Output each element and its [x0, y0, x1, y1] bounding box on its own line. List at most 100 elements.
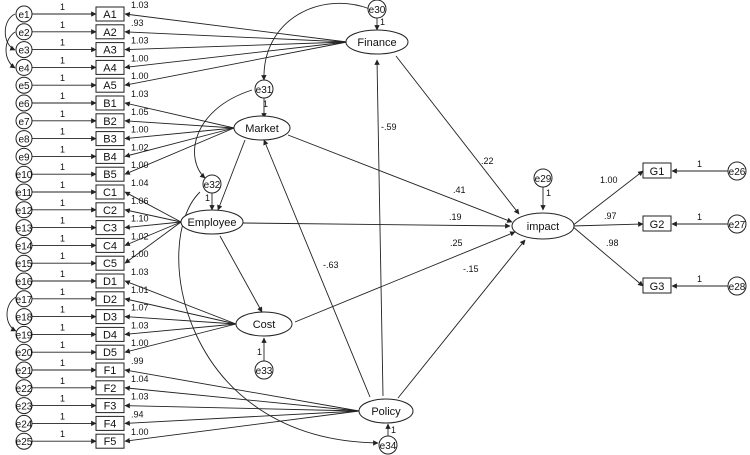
indicator-F2: [95, 380, 125, 396]
loading-arrow-G1: [571, 170, 644, 227]
loading-arrow-B5: [124, 127, 235, 175]
latent-policy-label: Policy: [371, 406, 401, 418]
error-label-e19: e19: [16, 330, 33, 341]
indicator-label-F2: F2: [104, 383, 117, 395]
loading-arrow-F5: [124, 410, 360, 444]
loading-arrow-G3: [571, 225, 644, 287]
loading-label-F2: 1.04: [131, 374, 149, 384]
coef-employee-impact: .19: [449, 212, 462, 222]
indicator-C1: [95, 184, 125, 200]
loading-arrow-B4: [124, 127, 235, 158]
loading-arrow-C1: [124, 191, 182, 223]
loading-arrow-D3: [124, 314, 237, 325]
latent-finance-label: Finance: [357, 37, 396, 49]
loading-arrow-A3: [124, 41, 348, 53]
loading-label-A5: 1.00: [131, 71, 149, 81]
indicator-C3: [95, 220, 125, 236]
loading-arrow-B2: [124, 118, 235, 129]
indicator-label-C2: C2: [103, 205, 117, 217]
indicator-label-F5: F5: [104, 436, 117, 448]
path-market-impact: [287, 134, 513, 223]
indicator-label-C3: C3: [103, 223, 117, 235]
indicator-D3: [95, 309, 125, 325]
loading-label-A2: .93: [131, 18, 144, 28]
indicator-label-G2: G2: [650, 219, 665, 231]
indicator-C2: [95, 202, 125, 218]
error-path-label: 1: [60, 144, 65, 154]
indicator-F4: [95, 415, 125, 431]
error-circle-e26: [727, 161, 747, 181]
error-label-e30: e30: [369, 5, 386, 16]
latent-market: [233, 115, 291, 141]
indicator-D4: [95, 326, 125, 342]
error-label-e15: e15: [16, 259, 33, 270]
loading-label-G3: .98: [606, 238, 619, 248]
loading-arrow-D4: [124, 323, 237, 337]
error-path-label: 1: [60, 20, 65, 30]
error-circle-e27: [727, 214, 747, 234]
error-label-e21: e21: [16, 366, 33, 377]
covariance-e31-e32: [194, 89, 253, 179]
indicator-F1: [95, 362, 125, 378]
indicator-G2: [642, 215, 672, 232]
loading-label-C5: 1.00: [131, 249, 149, 259]
loading-label-A4: 1.00: [131, 53, 149, 63]
error-label-e32: e32: [204, 180, 221, 191]
error-label-e23: e23: [16, 402, 33, 413]
indicator-G1: [642, 162, 672, 179]
error-label-e17: e17: [16, 295, 33, 306]
error-circle-e32: [202, 174, 222, 194]
error-label-e29: e29: [535, 174, 552, 185]
error-path-label: 1: [60, 287, 65, 297]
indicator-label-D3: D3: [103, 312, 117, 324]
indicator-label-B2: B2: [103, 116, 116, 128]
error-label-e3: e3: [18, 46, 30, 57]
disturbance-path-e31: 1: [263, 99, 268, 109]
disturbance-path-e33: 1: [257, 347, 262, 357]
loading-arrow-F2: [124, 385, 360, 412]
loading-label-G1: 1.00: [600, 175, 618, 185]
loading-label-B5: 1.00: [131, 160, 149, 170]
error-path-label: 1: [60, 269, 65, 279]
coef-policy-finance: -.59: [381, 122, 397, 132]
loading-arrow-C3: [124, 221, 182, 230]
coef-finance-impact: .22: [481, 156, 494, 166]
loading-label-D5: 1.00: [131, 338, 149, 348]
loading-label-B2: 1.05: [131, 107, 149, 117]
error-label-e4: e4: [18, 63, 30, 74]
loading-arrow-A1: [124, 11, 348, 43]
indicator-label-A1: A1: [103, 9, 116, 21]
error-label-e10: e10: [16, 170, 33, 181]
indicator-A4: [95, 59, 125, 75]
path-policy-finance: [374, 59, 384, 397]
loading-label-C2: 1.06: [131, 196, 149, 206]
loading-label-F5: 1.00: [131, 427, 149, 437]
error-path-label: 1: [60, 376, 65, 386]
indicator-F5: [95, 433, 125, 449]
loading-label-C3: 1.10: [131, 214, 149, 224]
loading-label-D4: 1.03: [131, 320, 149, 330]
indicator-label-B1: B1: [103, 98, 116, 110]
latent-cost-label: Cost: [253, 319, 276, 331]
loading-arrow-C4: [124, 221, 182, 247]
indicator-label-A2: A2: [103, 27, 116, 39]
loading-label-D2: 1.01: [131, 285, 149, 295]
loading-arrow-F3: [124, 403, 360, 412]
loading-label-B4: 1.02: [131, 142, 149, 152]
error-path-label: 1: [697, 159, 702, 169]
coef-market-impact: .41: [453, 185, 466, 195]
error-label-e12: e12: [16, 206, 33, 217]
error-label-e5: e5: [18, 81, 30, 92]
error-path-label: 1: [60, 180, 65, 190]
coef-policy-market: -.63: [323, 260, 339, 270]
loading-label-C1: 1.04: [131, 178, 149, 188]
error-path-label: 1: [60, 127, 65, 137]
error-label-e8: e8: [18, 135, 30, 146]
latent-policy: [358, 398, 414, 424]
indicator-label-B5: B5: [103, 169, 116, 181]
error-path-label: 1: [697, 212, 702, 222]
error-label-e9: e9: [18, 152, 30, 163]
error-path-label: 1: [60, 322, 65, 332]
